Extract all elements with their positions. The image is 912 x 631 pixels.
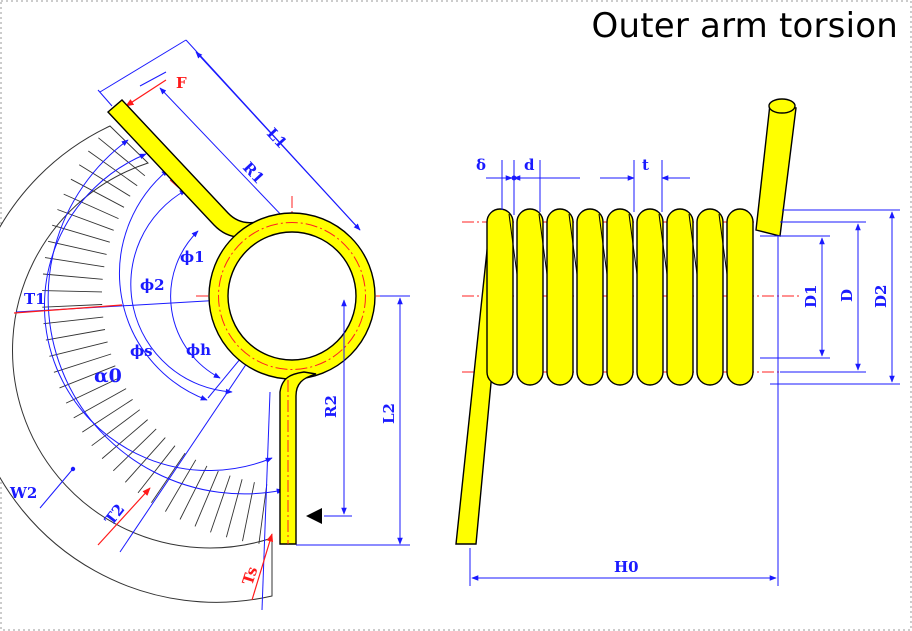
coil-turn <box>576 208 604 386</box>
r2-l2-dimensions <box>296 295 410 546</box>
side-arm <box>755 98 797 237</box>
coil-turn <box>696 208 724 386</box>
diagram-title: Outer arm torsion <box>591 6 898 46</box>
support-marker <box>306 508 322 524</box>
coil-turn <box>636 208 664 386</box>
coil-ring <box>208 212 376 380</box>
label-D2: D2 <box>872 285 890 308</box>
label-phih: ϕh <box>186 341 211 359</box>
alpha0-arc <box>47 139 284 495</box>
coil-turn <box>546 208 574 386</box>
label-D: D <box>838 289 856 302</box>
label-t: t <box>642 156 649 174</box>
coil-turn <box>606 208 634 386</box>
h0-dimension <box>469 236 779 586</box>
force-arrow <box>125 79 167 107</box>
straight-leg <box>279 371 317 545</box>
label-L2: L2 <box>380 403 398 424</box>
l1-r1-dimensions <box>97 39 361 264</box>
coil-turn <box>486 208 514 386</box>
label-H0: H0 <box>614 558 639 576</box>
label-T1: T1 <box>24 290 46 308</box>
load-scale-band <box>0 125 273 603</box>
label-d: d <box>524 156 535 174</box>
label-F: F <box>176 74 187 92</box>
coil-turn <box>516 208 544 386</box>
label-phi1: ϕ1 <box>180 248 205 266</box>
torque-markers <box>13 304 274 601</box>
diameter-dimensions <box>760 209 900 385</box>
label-R1: R1 <box>239 158 268 187</box>
label-alpha0: α0 <box>94 365 122 387</box>
coil-turn <box>666 208 694 386</box>
label-R2: R2 <box>322 395 340 418</box>
w2-leader <box>39 466 76 509</box>
label-phis: ϕs <box>130 342 153 360</box>
label-D1: D1 <box>802 285 820 308</box>
top-dimensions <box>486 160 690 215</box>
label-phi2: ϕ2 <box>140 276 165 294</box>
coil-turn <box>726 208 754 386</box>
label-Ts: Ts <box>239 564 262 587</box>
coil-body <box>486 208 754 386</box>
label-delta: δ <box>476 156 486 174</box>
label-W2: W2 <box>9 484 37 502</box>
phih-arc <box>170 230 221 379</box>
